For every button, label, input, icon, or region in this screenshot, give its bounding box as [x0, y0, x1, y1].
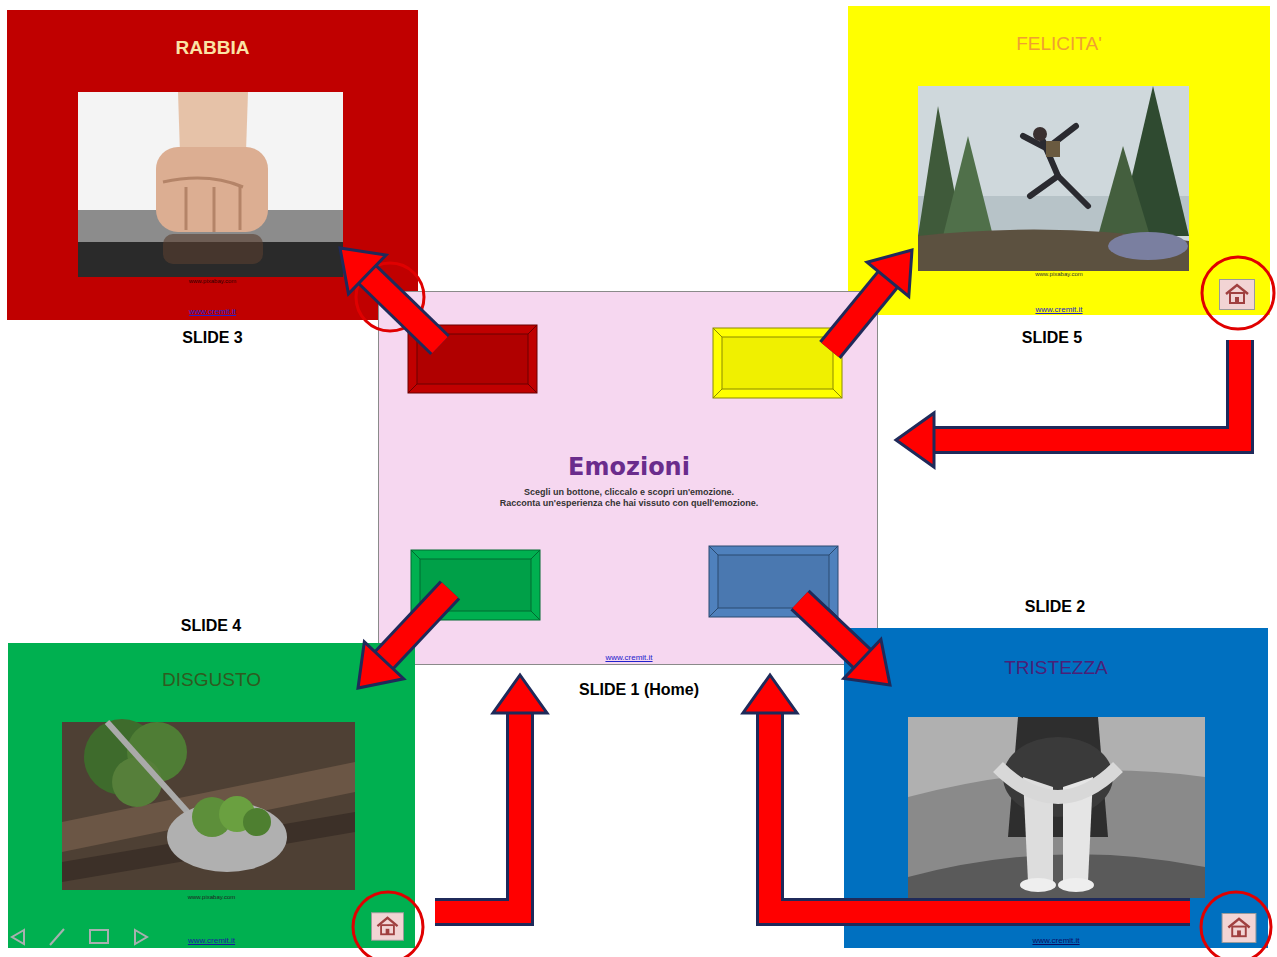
slide-text: www.cremit.it: [7, 307, 418, 316]
slide-text: www.cremit.it: [848, 305, 1270, 314]
slide-text: Scegli un bottone, cliccalo e scopri un'…: [379, 487, 879, 497]
slide-box: TRISTEZZAwww.cremit.itSLIDE 2: [844, 628, 1268, 948]
slide-text: www.pixabay.com: [7, 278, 418, 285]
slide-text: SLIDE 4: [11, 617, 411, 635]
slide-text: www.pixabay.com: [848, 271, 1270, 278]
slide-title: DISGUSTO: [8, 669, 415, 691]
arrow-head: [743, 675, 797, 713]
slide-text: www.pixabay.com: [8, 894, 415, 901]
arrow-head: [493, 675, 547, 713]
arrow-shaft: [435, 711, 520, 912]
slide-text: SLIDE 1 (Home): [439, 681, 839, 699]
slide-title: Emozioni: [379, 454, 879, 482]
slide-box: FELICITA'www.pixabay.comwww.cremit.itSLI…: [848, 6, 1270, 315]
connector-arrow: [896, 340, 1240, 467]
slide-text: SLIDE 2: [955, 598, 1155, 616]
arrow-heads: [493, 675, 547, 713]
arrow-outline: [435, 711, 520, 912]
slide-title: TRISTEZZA: [844, 657, 1268, 679]
slide-box: RABBIAwww.pixabay.comwww.cremit.itSLIDE …: [7, 10, 418, 320]
slide-text: www.cremit.it: [379, 653, 879, 662]
arrow-shaft: [932, 340, 1240, 440]
slide-title: FELICITA': [848, 33, 1270, 55]
slide-text: SLIDE 5: [952, 329, 1152, 347]
slide-box: DISGUSTOwww.pixabay.comwww.cremit.itSLID…: [8, 643, 415, 948]
connector-arrow: [435, 675, 547, 912]
arrow-heads: [743, 675, 797, 713]
arrow-outline: [932, 340, 1240, 440]
slide-text: www.cremit.it: [844, 936, 1268, 945]
slide-text: www.cremit.it: [8, 936, 415, 945]
slide-title: RABBIA: [7, 37, 418, 59]
arrow-heads: [896, 413, 934, 467]
arrow-head: [896, 413, 934, 467]
highlight-circles: [353, 257, 1274, 957]
slide-text: Racconta un'esperienza che hai vissuto c…: [379, 498, 879, 508]
slide-text: SLIDE 3: [7, 329, 418, 347]
slide-box: EmozioniScegli un bottone, cliccalo e sc…: [378, 291, 878, 665]
